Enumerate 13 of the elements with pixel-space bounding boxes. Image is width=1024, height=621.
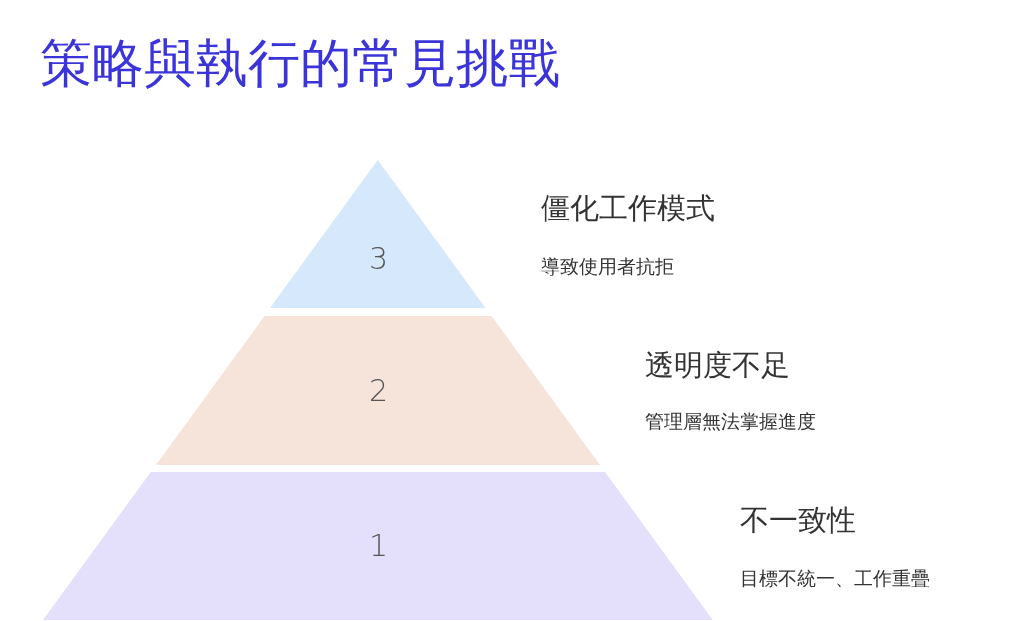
title: 策略與執行的常見挑戰 <box>40 32 560 95</box>
tier-heading: 僵化工作模式 <box>541 190 715 226</box>
tier-number: 2 <box>369 372 389 409</box>
tier-description: 管理層無法掌握進度 <box>645 409 816 433</box>
tier-number: 1 <box>369 528 389 564</box>
tier-heading: 不一致性 <box>740 502 856 538</box>
pyramid-tier <box>155 316 601 465</box>
pyramid-tier <box>270 160 486 308</box>
pyramid-tier <box>43 472 713 620</box>
tier-description: 目標不統一、工作重疊 <box>740 566 930 590</box>
tier-number: 3 <box>369 241 389 277</box>
tier-description: 導致使用者抗拒 <box>541 254 674 278</box>
tier-heading: 透明度不足 <box>645 347 790 383</box>
